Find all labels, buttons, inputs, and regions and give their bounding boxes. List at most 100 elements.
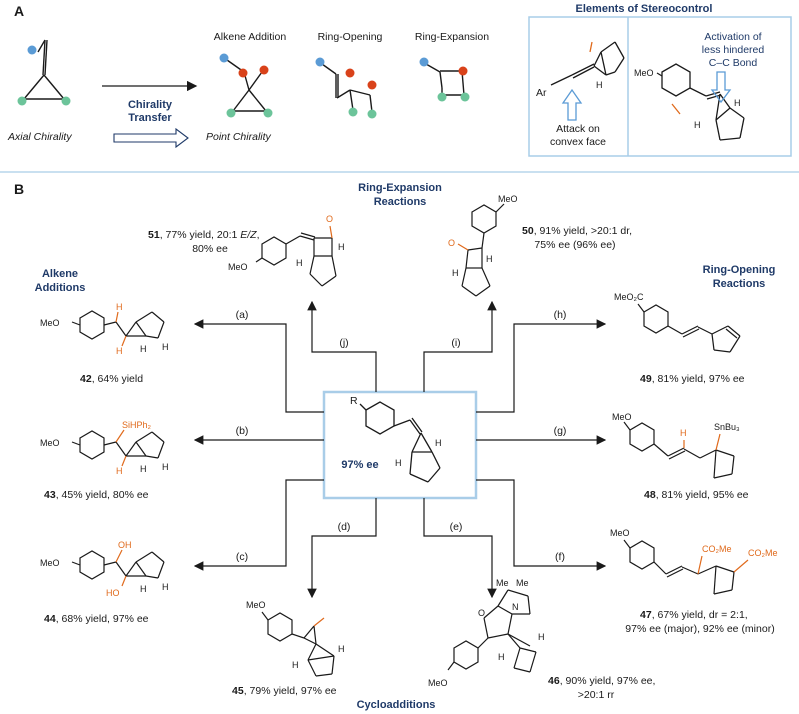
meo-label: MeO bbox=[40, 318, 60, 328]
axial-chirality-label: Axial Chirality bbox=[7, 131, 72, 143]
atom-green bbox=[17, 96, 27, 106]
h-label: H bbox=[498, 652, 505, 662]
o-label: O bbox=[478, 608, 485, 618]
product-43-molecule bbox=[71, 429, 165, 467]
product-46-molecule bbox=[447, 589, 537, 673]
atom-blue bbox=[219, 53, 229, 63]
atom-green bbox=[437, 92, 447, 102]
meo-label: MeO bbox=[634, 68, 654, 78]
product-44-molecule bbox=[71, 549, 165, 587]
condition-j: (j) bbox=[339, 337, 348, 349]
activation-label: Activation of bbox=[704, 31, 761, 43]
h-label: H bbox=[116, 466, 123, 476]
h-label: H bbox=[694, 120, 701, 130]
condition-b: (b) bbox=[236, 425, 249, 437]
convex-face-molecule bbox=[550, 41, 625, 86]
h-label: H bbox=[680, 428, 687, 438]
n-label: N bbox=[512, 602, 519, 612]
point-chirality-label: Point Chirality bbox=[206, 131, 272, 143]
alkene-addition-molecule bbox=[226, 59, 267, 112]
meo-label: MeO bbox=[40, 558, 60, 568]
product-47-caption-1: 47, 67% yield, dr = 2:1, bbox=[640, 609, 748, 621]
product-51-caption-1: 51, 77% yield, 20:1 E/Z, bbox=[148, 229, 260, 241]
stereocontrol-title: Elements of Stereocontrol bbox=[576, 3, 713, 15]
starting-material-box bbox=[322, 390, 478, 500]
alkene-addition-label: Alkene Addition bbox=[214, 31, 287, 43]
h-label: H bbox=[296, 258, 303, 268]
product-43-caption: 43, 45% yield, 80% ee bbox=[44, 489, 149, 501]
ring-expansion-label: Ring-Expansion bbox=[415, 31, 489, 43]
ring-opening-molecule bbox=[321, 63, 373, 113]
h-label: H bbox=[538, 632, 545, 642]
o-label: O bbox=[448, 238, 455, 248]
h-label: H bbox=[435, 438, 442, 448]
product-49-caption: 49, 81% yield, 97% ee bbox=[640, 373, 745, 385]
product-50-caption-1: 50, 91% yield, >20:1 dr, bbox=[522, 225, 632, 237]
chirality-label: Chirality bbox=[128, 99, 173, 111]
activation-molecule bbox=[656, 63, 745, 141]
h-label: H bbox=[162, 462, 169, 472]
atom-blue bbox=[419, 57, 429, 67]
condition-h: (h) bbox=[554, 309, 567, 321]
ring-opening-label: Ring-Opening bbox=[318, 31, 383, 43]
h-label: H bbox=[116, 302, 123, 312]
attack-arrow-icon bbox=[561, 88, 583, 121]
me-label: Me bbox=[516, 578, 529, 588]
starting-ee-label: 97% ee bbox=[341, 459, 378, 471]
convex-label: convex face bbox=[550, 136, 606, 148]
transfer-label: Transfer bbox=[128, 112, 172, 124]
activation-arrow-icon bbox=[710, 71, 732, 104]
meo-label: MeO bbox=[610, 528, 630, 538]
meo-label: MeO bbox=[612, 412, 632, 422]
o-label: O bbox=[326, 214, 333, 224]
condition-a: (a) bbox=[236, 309, 249, 321]
atom-green bbox=[348, 107, 358, 117]
product-42-molecule bbox=[71, 310, 165, 347]
atom-blue bbox=[27, 45, 37, 55]
ho-label: HO bbox=[106, 588, 120, 598]
product-50-molecule bbox=[457, 203, 505, 297]
alkene-additions-header-1: Alkene bbox=[42, 268, 78, 280]
atom-red bbox=[345, 68, 355, 78]
ring-expansion-header-1: Ring-Expansion bbox=[358, 182, 442, 194]
meo-label: MeO bbox=[498, 194, 518, 204]
reaction-arrows bbox=[193, 300, 607, 599]
meo-label: MeO bbox=[428, 678, 448, 688]
h-label: H bbox=[395, 458, 402, 468]
oh-label: OH bbox=[118, 540, 132, 550]
condition-d: (d) bbox=[338, 521, 351, 533]
h-label: H bbox=[162, 342, 169, 352]
h-label: H bbox=[596, 80, 603, 90]
h-label: H bbox=[338, 644, 345, 654]
product-46-caption-1: 46, 90% yield, 97% ee, bbox=[548, 675, 655, 687]
meo-label: MeO bbox=[246, 600, 266, 610]
product-42-caption: 42, 64% yield bbox=[80, 373, 143, 385]
ring-expansion-molecule bbox=[425, 63, 465, 96]
panel-a-letter: A bbox=[14, 3, 24, 19]
product-50-caption-2: 75% ee (96% ee) bbox=[534, 239, 615, 251]
attack-label: Attack on bbox=[556, 123, 600, 135]
stereocontrol-box bbox=[528, 16, 792, 157]
product-47-caption-2: 97% ee (major), 92% ee (minor) bbox=[625, 623, 774, 635]
condition-c: (c) bbox=[236, 551, 248, 563]
h-label: H bbox=[452, 268, 459, 278]
co2me-label: CO₂Me bbox=[748, 548, 778, 558]
meo2c-label: MeO₂C bbox=[614, 292, 644, 302]
atom-red bbox=[238, 68, 248, 78]
product-49-molecule bbox=[637, 303, 741, 353]
sihph2-label: SiHPh₂ bbox=[122, 420, 152, 430]
atom-red bbox=[259, 65, 269, 75]
h-label: H bbox=[140, 584, 147, 594]
meo-label: MeO bbox=[40, 438, 60, 448]
condition-e: (e) bbox=[450, 521, 463, 533]
product-45-caption: 45, 79% yield, 97% ee bbox=[232, 685, 337, 697]
atom-green bbox=[460, 92, 470, 102]
product-48-molecule bbox=[623, 421, 735, 479]
h-label: H bbox=[162, 582, 169, 592]
ring-opening-header-2: Reactions bbox=[713, 278, 766, 290]
ar-label: Ar bbox=[536, 87, 547, 99]
h-label: H bbox=[140, 464, 147, 474]
r-group-label: R bbox=[350, 395, 358, 407]
h-label: H bbox=[140, 344, 147, 354]
